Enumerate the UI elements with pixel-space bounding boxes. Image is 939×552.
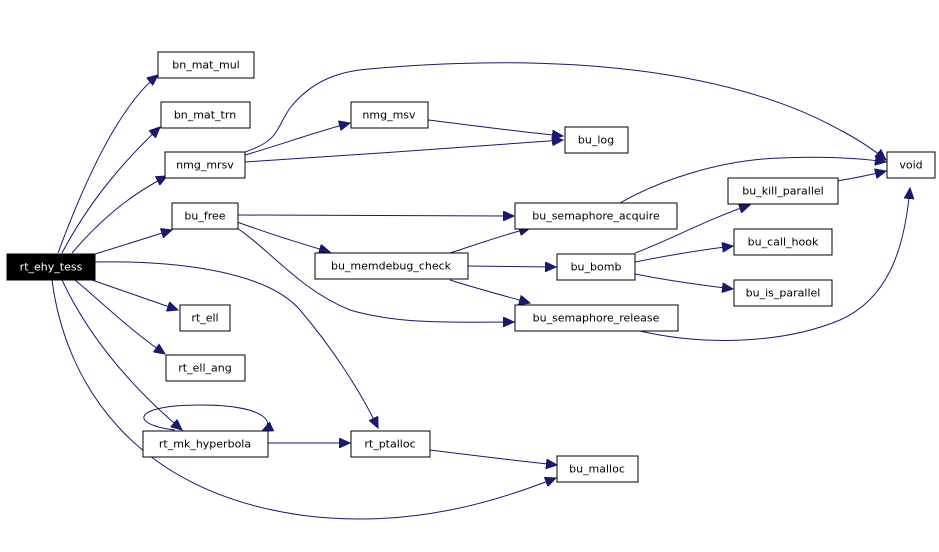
node-label: rt_ehy_tess <box>20 261 83 274</box>
node-bu_memdebug_check[interactable]: bu_memdebug_check <box>314 252 469 280</box>
node-bu_free[interactable]: bu_free <box>171 202 239 230</box>
node-label: rt_mk_hyperbola <box>159 438 251 451</box>
node-void[interactable]: void <box>886 151 936 179</box>
node-rt_ell[interactable]: rt_ell <box>179 304 231 332</box>
node-bu_kill_parallel[interactable]: bu_kill_parallel <box>727 177 839 205</box>
edge-nmg_mrsv-bu_log <box>244 140 563 163</box>
edge-bu_semaphore_acquire-void <box>619 157 886 204</box>
edge-bu_memdebug_check-bu_semaphore_acquire <box>449 228 530 254</box>
edge-bu_memdebug_check-bu_bomb <box>467 266 556 267</box>
node-label: bu_semaphore_release <box>533 312 660 325</box>
node-label: rt_ell <box>191 312 218 325</box>
node-label: bn_mat_trn <box>174 109 236 122</box>
node-label: rt_ell_ang <box>178 362 231 375</box>
node-label: nmg_mrsv <box>176 159 234 172</box>
edge-rt_ehy_tess-bu_malloc <box>51 279 556 520</box>
edge-bu_bomb-bu_is_parallel <box>634 273 733 289</box>
node-label: rt_ptalloc <box>364 438 415 451</box>
edge-bu_memdebug_check-bu_semaphore_release <box>449 279 530 303</box>
edge-nmg_mrsv-void <box>244 62 886 160</box>
node-bu_malloc[interactable]: bu_malloc <box>556 455 639 483</box>
node-rt_mk_hyperbola[interactable]: rt_mk_hyperbola <box>142 430 269 458</box>
nodes: rt_ehy_tess bn_mat_mul bn_mat_trn nmg_mr… <box>6 51 936 483</box>
node-rt_ptalloc[interactable]: rt_ptalloc <box>350 430 431 458</box>
node-label: bu_memdebug_check <box>331 260 452 273</box>
edge-rt_ehy_tess-nmg_mrsv <box>71 176 167 254</box>
edge-rt_ehy_tess-rt_ptalloc <box>91 261 378 428</box>
node-bn_mat_mul[interactable]: bn_mat_mul <box>157 51 255 79</box>
edge-rt_ehy_tess-bu_free <box>91 230 172 256</box>
node-bu_bomb[interactable]: bu_bomb <box>556 253 636 281</box>
node-bn_mat_trn[interactable]: bn_mat_trn <box>160 101 251 129</box>
edge-bu_free-bu_memdebug_check <box>236 221 330 252</box>
node-label: bu_call_hook <box>748 236 819 249</box>
node-label: bu_malloc <box>569 463 625 476</box>
edges <box>51 62 910 520</box>
edge-rt_ehy_tess-rt_mk_hyperbola <box>61 279 182 430</box>
node-rt_ell_ang[interactable]: rt_ell_ang <box>165 354 246 382</box>
edge-bu_semaphore_release-void <box>639 188 910 341</box>
edge-bu_kill_parallel-void <box>836 171 886 182</box>
edge-rt_ehy_tess-bn_mat_trn <box>61 127 160 254</box>
edge-bu_free-bu_semaphore_release <box>236 227 514 322</box>
node-label: bu_log <box>578 134 614 147</box>
node-label: nmg_msv <box>362 109 416 122</box>
node-nmg_msv[interactable]: nmg_msv <box>350 101 429 129</box>
edge-bu_bomb-bu_kill_parallel <box>634 205 750 254</box>
edge-bu_bomb-bu_call_hook <box>634 246 733 263</box>
node-label: bu_bomb <box>571 261 622 274</box>
edge-rt_ehy_tess-bn_mat_mul <box>57 75 158 254</box>
edge-rt_mk_hyperbola-self <box>143 404 268 431</box>
edge-nmg_mrsv-nmg_msv <box>244 123 350 156</box>
node-label: bn_mat_mul <box>172 59 239 72</box>
node-label: bu_free <box>184 210 225 223</box>
node-label: bu_kill_parallel <box>742 185 823 198</box>
edge-nmg_msv-bu_log <box>427 119 563 136</box>
node-rt_ehy_tess[interactable]: rt_ehy_tess <box>6 253 96 281</box>
edge-rt_ehy_tess-rt_ell <box>91 279 178 310</box>
node-label: bu_is_parallel <box>746 287 821 300</box>
node-nmg_mrsv[interactable]: nmg_mrsv <box>164 151 246 179</box>
edge-rt_ehy_tess-rt_ell_ang <box>74 279 165 354</box>
node-bu_log[interactable]: bu_log <box>564 126 629 154</box>
edge-bu_free-bu_semaphore_acquire <box>236 215 514 216</box>
node-label: bu_semaphore_acquire <box>532 210 660 223</box>
edge-rt_ptalloc-bu_malloc <box>429 449 557 465</box>
node-bu_is_parallel[interactable]: bu_is_parallel <box>733 279 833 307</box>
node-bu_call_hook[interactable]: bu_call_hook <box>733 228 833 256</box>
node-bu_semaphore_acquire[interactable]: bu_semaphore_acquire <box>514 202 678 230</box>
node-label: void <box>899 159 922 172</box>
node-bu_semaphore_release[interactable]: bu_semaphore_release <box>514 304 679 332</box>
